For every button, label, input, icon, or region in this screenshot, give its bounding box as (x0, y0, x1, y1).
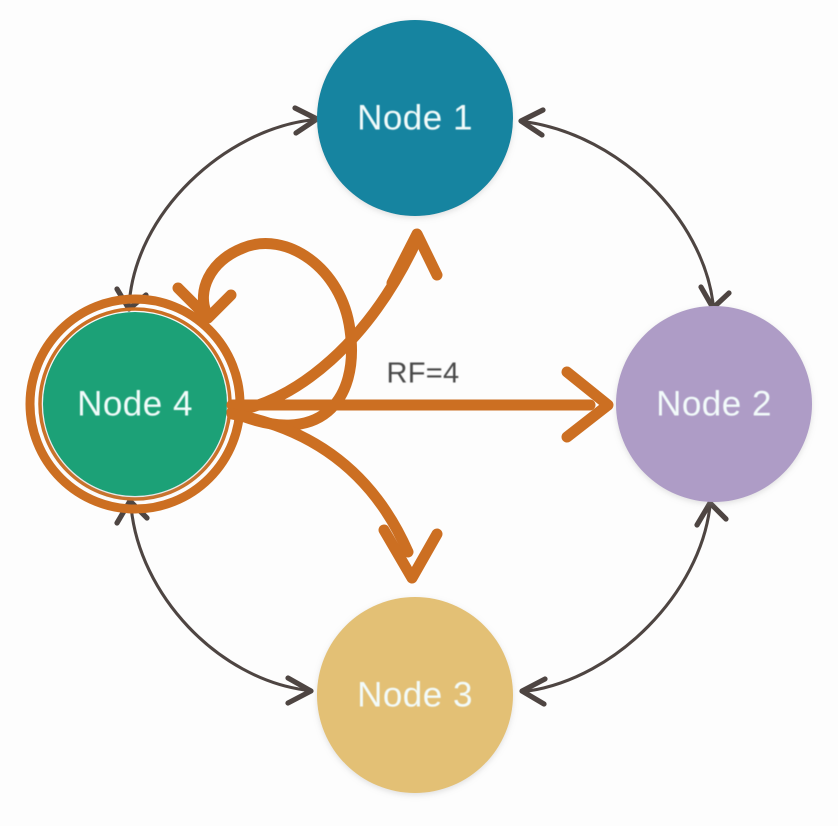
edge-node1-node2-arrowhead-end (698, 284, 732, 311)
edge-replication-node4-node2-arrowhead (561, 366, 614, 443)
edge-node4-node1-arrowhead-end (292, 105, 320, 136)
edge-replication-node4-node3-path (226, 408, 414, 558)
edge-node4-node1[interactable] (114, 105, 320, 312)
edge-replication-node4-node3-arrowhead (378, 524, 443, 584)
edge-node2-node3-arrowhead-start (694, 500, 729, 528)
node1-circle (317, 20, 513, 216)
replication-factor-label: RF=4 (387, 358, 460, 390)
edge-node3-node4[interactable] (114, 498, 314, 706)
node-node4[interactable]: Node 4 (43, 312, 227, 496)
edge-replication-node4-node1-arrowhead (386, 228, 443, 289)
node2-circle (616, 306, 812, 502)
edge-node2-node3[interactable] (519, 500, 729, 707)
edge-node3-node4-path (129, 504, 307, 692)
node-node1[interactable]: Node 1 (317, 20, 513, 216)
node4-label: Node 4 (77, 384, 193, 423)
node-node2[interactable]: Node 2 (616, 306, 812, 502)
node-node3[interactable]: Node 3 (317, 597, 513, 793)
node4-circle (43, 312, 227, 496)
edge-node2-node3-path (526, 504, 712, 693)
edge-node3-node4-arrowhead-start (285, 675, 314, 706)
edge-replication-node4-node3[interactable] (226, 408, 443, 584)
edge-node4-node1-path (127, 118, 313, 309)
edge-node1-node2[interactable] (518, 107, 732, 311)
edge-replication-node4-self-path (197, 238, 357, 431)
node3-circle (317, 597, 513, 793)
node3-label: Node 3 (357, 675, 473, 714)
edge-replication-node4-self[interactable] (172, 238, 357, 431)
node1-label: Node 1 (357, 98, 473, 137)
edge-replication-node4-self-arrowhead (172, 282, 237, 324)
edge-node1-node2-arrowhead-start (518, 107, 546, 138)
edge-node1-node2-path (525, 120, 715, 305)
edge-replication-node4-node2[interactable] (226, 366, 614, 443)
edge-node2-node3-arrowhead-end (519, 676, 548, 707)
node2-label: Node 2 (656, 384, 772, 423)
